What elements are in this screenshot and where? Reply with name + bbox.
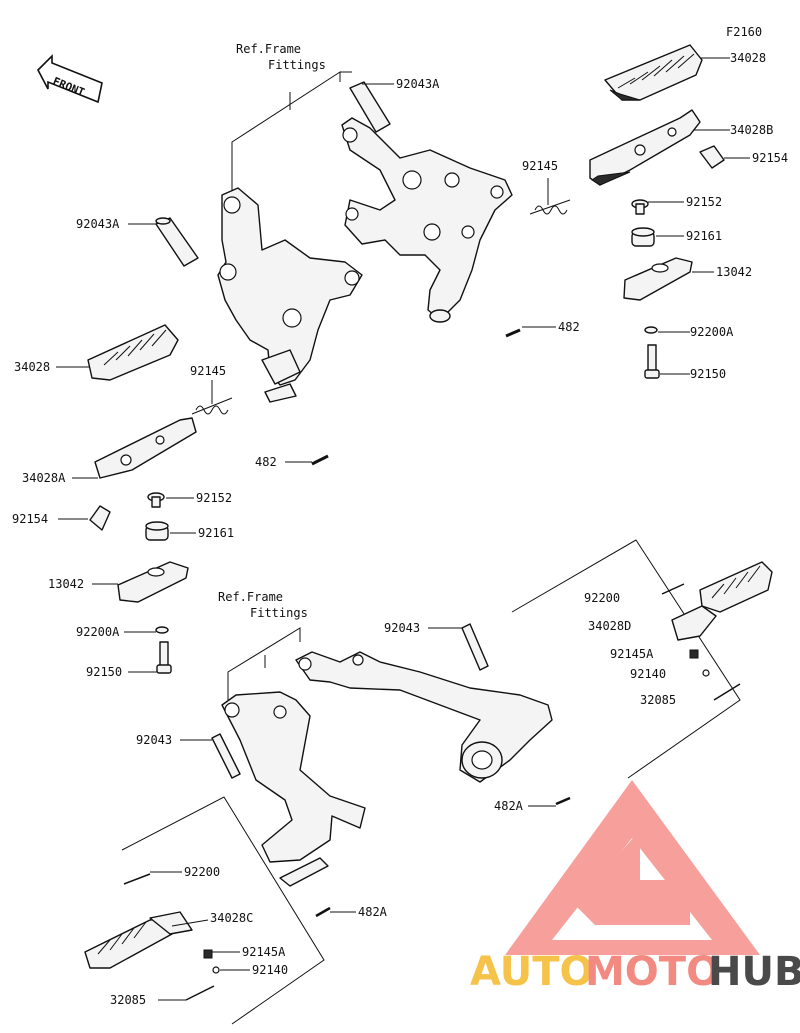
label-92200-right: 92200 [584,591,620,605]
rubber-13042-left [117,561,189,603]
pin-92154-right [699,145,725,169]
label-32085-right: 32085 [640,693,676,707]
bolt-92150-left [156,641,172,674]
footpeg-34028D [671,561,773,641]
label-34028A: 34028A [22,471,66,485]
label-92145-left: 92145 [190,364,226,378]
pin-92043-left [211,733,241,779]
label-92150-right: 92150 [690,367,726,381]
watermark-moto: MOTO [585,949,720,995]
lower-right-bracket [295,651,553,783]
label-34028D: 34028D [588,619,631,633]
small-parts-lower-left [123,796,571,1001]
footpeg-34028C [84,911,193,969]
label-92200-left: 92200 [184,865,220,879]
label-92043A-top: 92043A [396,77,440,91]
pin-482-left [311,454,329,466]
pin-482-right [505,328,521,338]
label-482-right: 482 [558,320,580,334]
label-92140-right: 92140 [630,667,666,681]
label-ref-frame-1: Ref.Frame [236,42,301,56]
watermark-hub: HUB [708,949,800,995]
label-13042-right: 13042 [716,265,752,279]
label-34028-right: 34028 [730,51,766,65]
label-92152-left: 92152 [196,491,232,505]
washer-92200A-left [155,626,169,634]
small-parts-lower-right [661,583,741,701]
label-92145A-right: 92145A [610,647,654,661]
label-482A-left: 482A [358,905,388,919]
label-92043-mid: 92043 [384,621,420,635]
label-92152-right: 92152 [686,195,722,209]
label-92200A-right: 92200A [690,325,734,339]
spring-92145-right [529,199,571,215]
watermark-auto: AUTO [470,949,594,995]
collar-92152-left [147,492,165,508]
watermark-logo [505,780,760,955]
label-92145-right: 92145 [522,159,558,173]
label-13042-left: 13042 [48,577,84,591]
label-92161-left: 92161 [198,526,234,540]
label-fittings-2: Fittings [250,606,308,620]
pin-92043-mid [461,623,489,671]
footpeg-34028-right [604,44,703,101]
bushing-92161-right [631,227,655,247]
label-92154-left: 92154 [12,512,48,526]
washer-92200A-right [644,326,658,334]
pin-92154-left [89,505,111,531]
footpeg-34028-left [87,324,179,381]
label-482-left: 482 [255,455,277,469]
lower-left-bracket [221,691,366,887]
label-92200A-left: 92200A [76,625,120,639]
upper-left-bracket [217,187,363,403]
label-32085-left: 32085 [110,993,146,1007]
front-arrow-icon: FRONT [37,54,103,104]
upper-reference-lines [231,71,352,195]
callout-labels: Ref.Frame Fittings 92043A 34028 34028B 9… [12,42,788,1007]
watermark-text: AUTO MOTO HUB [470,949,800,995]
figure-code: F2160 [726,25,762,39]
pin-92043A-left [155,217,199,267]
bolt-92150-right [644,344,660,379]
label-92043A-left: 92043A [76,217,120,231]
label-92145A-left: 92145A [242,945,286,959]
leader-lines [56,57,750,1001]
label-482A-mid: 482A [494,799,524,813]
footpeg-base-34028A [94,417,197,479]
spring-92145-left [191,397,233,415]
label-34028-left: 34028 [14,360,50,374]
label-92161-right: 92161 [686,229,722,243]
collar-92152-right [631,199,649,215]
label-ref-frame-2: Ref.Frame [218,590,283,604]
upper-right-bracket [341,81,513,323]
label-fittings-1: Fittings [268,58,326,72]
rubber-13042-right [623,257,693,301]
label-92043-left: 92043 [136,733,172,747]
footpeg-base-34028B [589,109,701,186]
label-34028B: 34028B [730,123,773,137]
label-92150-left: 92150 [86,665,122,679]
label-92154-right: 92154 [752,151,788,165]
label-92140-left: 92140 [252,963,288,977]
label-34028C: 34028C [210,911,253,925]
bushing-92161-left [145,521,169,541]
